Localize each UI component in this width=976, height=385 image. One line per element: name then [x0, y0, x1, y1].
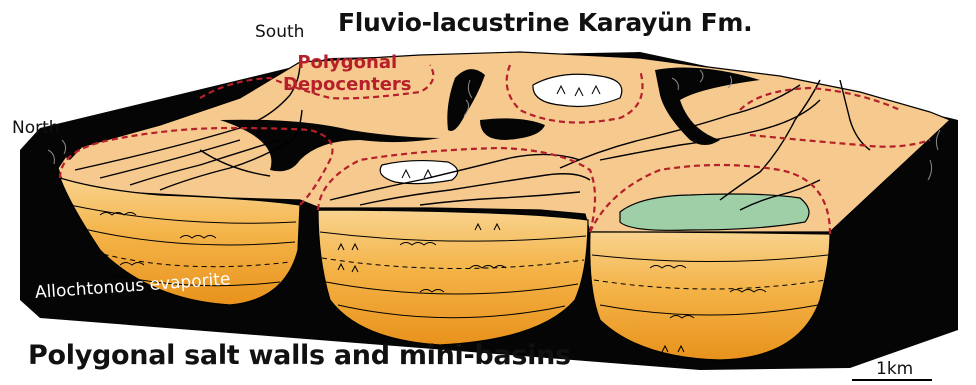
scale-bar-label: 1km: [876, 359, 913, 379]
lake: [620, 194, 809, 230]
north-direction-label: North: [12, 118, 60, 138]
polygonal-depocenters-label: Polygonal Depocenters: [283, 52, 412, 96]
formation-title: Fluvio-lacustrine Karayün Fm.: [338, 8, 752, 37]
diagram-caption: Polygonal salt walls and mini-basins: [28, 340, 571, 371]
polygonal-depocenters-line1: Polygonal: [283, 52, 412, 74]
polygonal-depocenters-line2: Depocenters: [283, 74, 412, 96]
south-direction-label: South: [255, 22, 304, 42]
